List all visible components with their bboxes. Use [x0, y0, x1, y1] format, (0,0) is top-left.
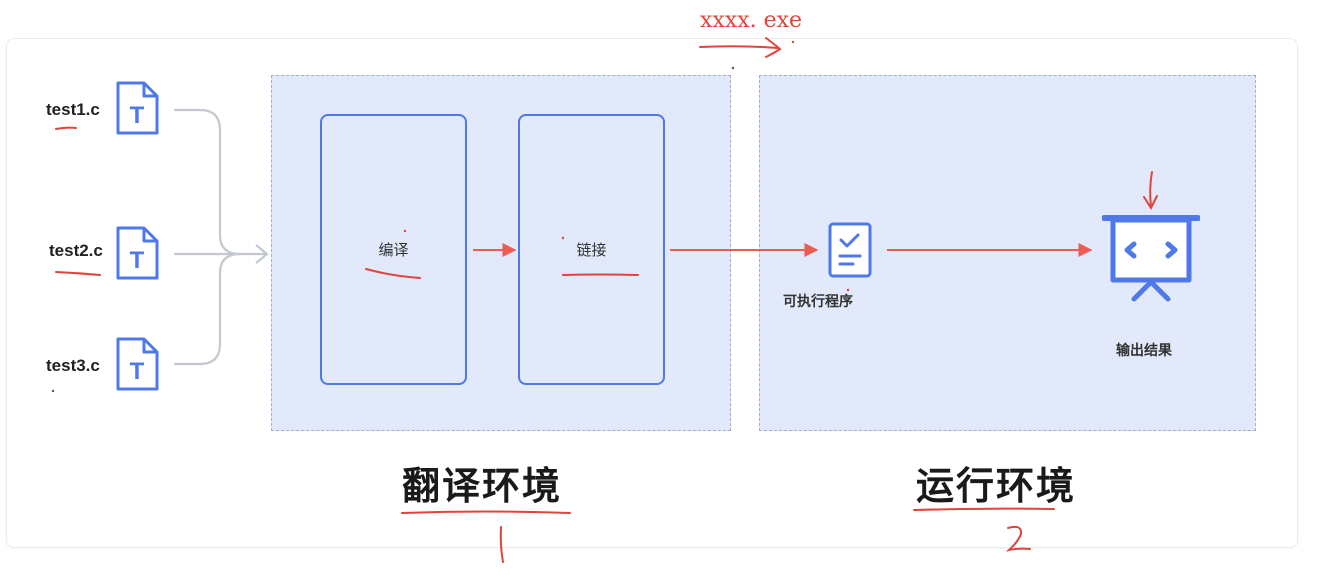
- text-file-icon: T: [116, 81, 159, 135]
- text-file-icon: T: [116, 226, 159, 280]
- runtime-environment-title: 运行环境: [916, 464, 1077, 508]
- link-step-box: 链接: [518, 114, 665, 385]
- translation-environment-title: 翻译环境: [402, 464, 563, 508]
- compile-step-box: 编译: [320, 114, 467, 385]
- svg-text:T: T: [130, 358, 145, 385]
- merge-connector: [174, 108, 269, 366]
- file-label-test3: test3.c: [46, 356, 100, 375]
- exe-annotation: xxxx. exe: [700, 8, 803, 33]
- output-result-label: 输出结果: [1116, 343, 1172, 359]
- executable-label: 可执行程序: [783, 294, 853, 310]
- link-step-label: 链接: [576, 241, 607, 259]
- text-file-icon: T: [116, 337, 159, 391]
- pen-marks: [55, 37, 1158, 563]
- file-label-test1: test1.c: [46, 100, 100, 119]
- svg-text:T: T: [130, 247, 145, 274]
- file-label-test2: test2.c: [49, 241, 103, 260]
- output-screen-icon: [1102, 215, 1200, 302]
- svg-text:T: T: [130, 102, 145, 129]
- compile-step-label: 编译: [378, 241, 409, 259]
- pen-dots: [403, 40, 850, 292]
- executable-icon: [828, 222, 872, 278]
- stray-dots: [51, 66, 735, 393]
